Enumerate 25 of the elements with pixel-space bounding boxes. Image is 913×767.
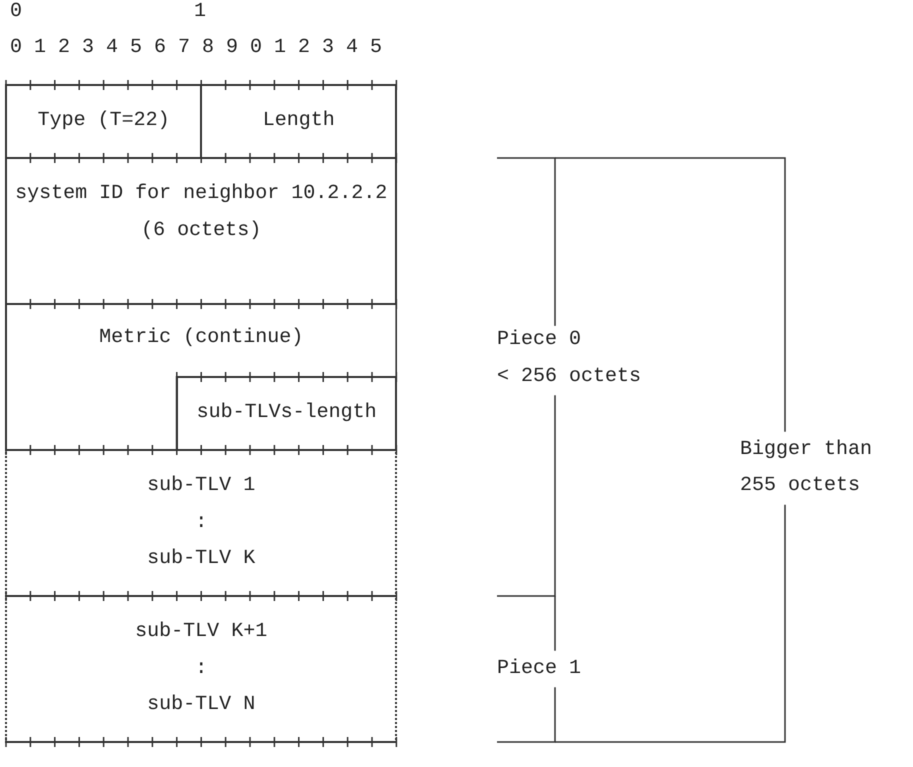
piece-label: Piece 1 [497,656,582,682]
size-label: < 256 octets [497,364,642,390]
field-box [5,157,398,305]
field-box [200,84,398,159]
field-label: sub-TLV K [147,546,256,572]
field-box [5,84,202,159]
field-label: sub-TLV N [147,692,256,718]
field-box [5,303,398,451]
field-label: Length [262,108,335,134]
bit-offset-number: 1 [194,0,206,25]
field-label: Metric (continue) [99,325,304,351]
size-label: Bigger than 255 octets [740,436,874,500]
field-label: system ID for neighbor 10.2.2.2 (6 octets) [15,181,388,244]
field-label: sub-TLV 1 [147,473,256,499]
variable-field-box [5,449,398,597]
variable-field-box [5,595,398,743]
field-label: sub-TLVs-length [196,400,377,426]
bit-offset-number: 0 [10,0,22,25]
field-box [176,376,398,451]
field-label: Type (T=22) [38,108,170,134]
field-label: sub-TLV K+1 [135,619,268,645]
piece-label: Piece 0 [497,327,582,354]
field-label: : [195,656,208,682]
bit-number-row-text: 0 1 2 3 4 5 6 7 8 9 0 1 2 3 4 5 [10,35,382,62]
field-label: : [195,510,208,536]
